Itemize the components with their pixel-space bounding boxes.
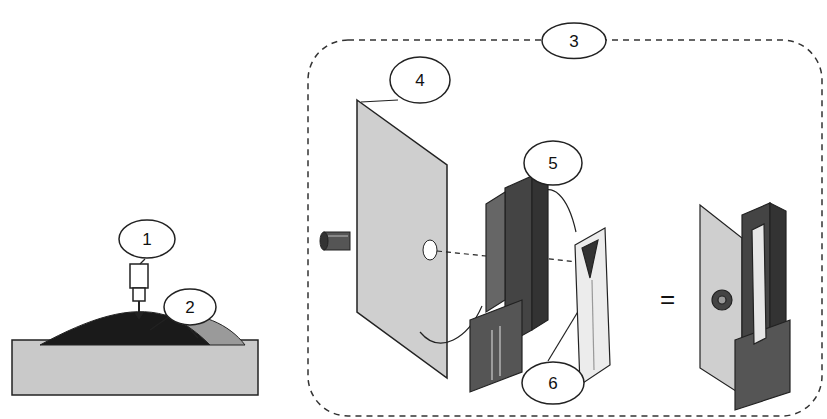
callout-text: 2 — [185, 299, 194, 316]
welding-torch — [130, 264, 148, 320]
callout-number: 6 — [521, 361, 585, 405]
callout-number: 5 — [523, 140, 583, 186]
callout-text: 1 — [142, 231, 151, 248]
assembled-part — [700, 203, 790, 410]
plate-part — [357, 100, 447, 378]
bolt — [320, 232, 350, 250]
callout-number: 2 — [163, 288, 217, 326]
equals-sign: = — [660, 286, 675, 312]
callout-text: 6 — [548, 375, 557, 392]
callout-number: 3 — [541, 22, 607, 60]
callout-text: 4 — [415, 72, 424, 89]
group-outline — [308, 40, 822, 416]
callout-number: 1 — [118, 219, 176, 259]
callout-text: 5 — [548, 155, 557, 172]
callout-text: 3 — [569, 33, 578, 50]
insert-part — [575, 228, 610, 385]
base-plate — [12, 340, 258, 395]
clip-part — [470, 176, 548, 392]
callout-number: 4 — [389, 56, 451, 104]
